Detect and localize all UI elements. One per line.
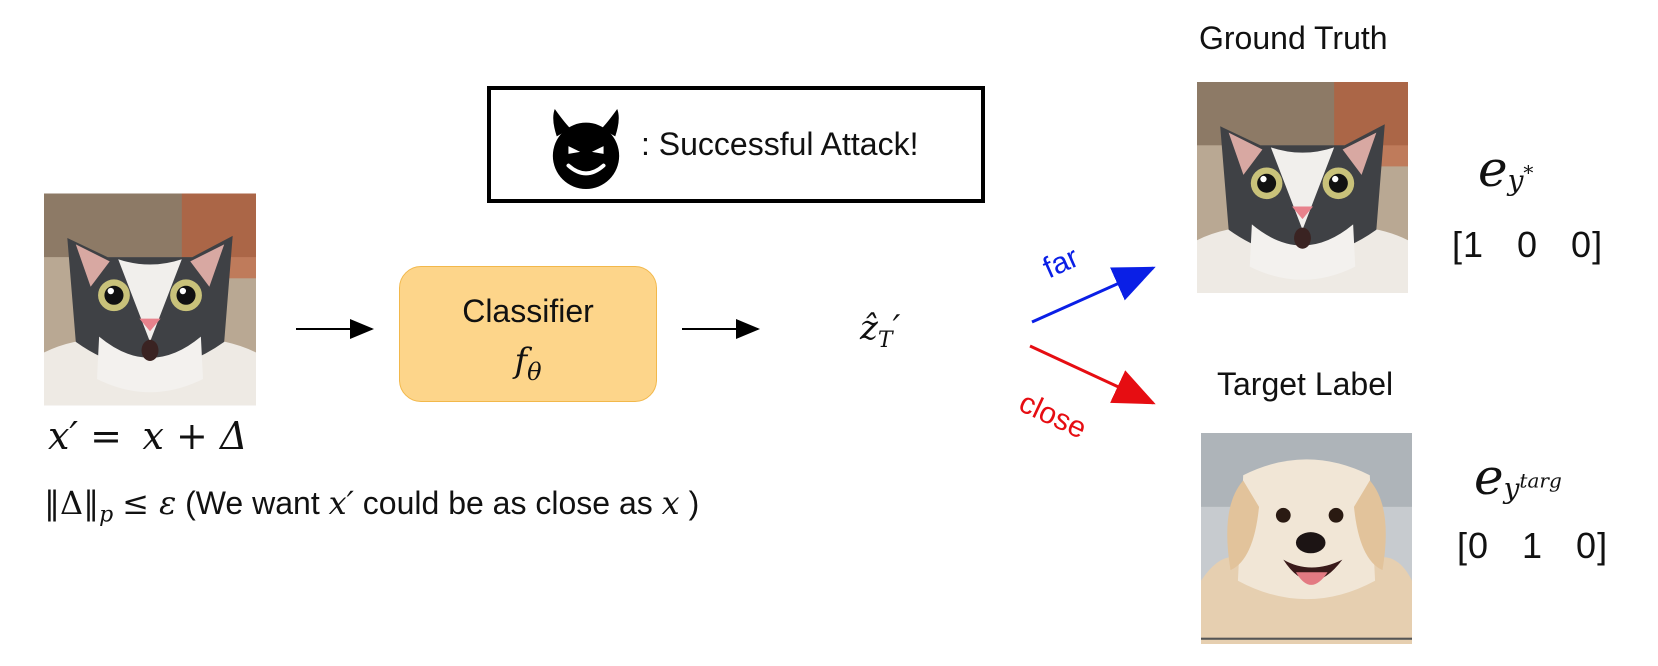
- legend-text: : Successful Attack!: [641, 126, 919, 162]
- ground-truth-onehot-symbol: ey*: [1478, 140, 1534, 198]
- adversarial-equation: x′ = x + Δ: [48, 414, 247, 459]
- arrow-far: [1031, 266, 1156, 324]
- eq-lhs: x′ =: [48, 414, 122, 458]
- norm-symbol: ‖Δ‖: [44, 484, 100, 522]
- output-base: ẑ: [860, 308, 878, 348]
- ground-truth-vector: [1 0 0]: [1452, 224, 1604, 265]
- output-sub: T: [877, 327, 893, 353]
- target-label-title: Target Label: [1217, 366, 1394, 402]
- norm-subscript: p: [99, 502, 114, 528]
- target-dog-image: [1201, 431, 1412, 646]
- ground-truth-cat-image: [1197, 80, 1408, 295]
- note-open: (We want: [185, 485, 320, 521]
- note-middle: could be as close as: [362, 485, 653, 521]
- ground-truth-title: Ground Truth: [1199, 20, 1388, 56]
- target-vector: [0 1 0]: [1457, 525, 1609, 566]
- devil-face-icon: [547, 107, 625, 191]
- arrow-close: [1029, 344, 1156, 405]
- classifier-function: fθ: [514, 341, 542, 386]
- legend-box: : Successful Attack!: [487, 86, 985, 203]
- norm-constraint: ‖Δ‖p ≤ ε (We want x′ could be as close a…: [44, 484, 699, 527]
- norm-relation: ≤ ε: [122, 484, 177, 522]
- output-prime: ′: [892, 308, 901, 348]
- target-onehot-symbol: eytarg: [1474, 448, 1562, 506]
- eq-rhs: x + Δ: [142, 414, 248, 458]
- note-x: x: [661, 484, 680, 522]
- note-close: ): [688, 485, 700, 521]
- classifier-label: Classifier: [462, 293, 594, 329]
- note-xprime: x′: [328, 484, 354, 522]
- classifier-box: Classifier fθ: [399, 266, 657, 402]
- output-logits: ẑT′: [860, 308, 900, 353]
